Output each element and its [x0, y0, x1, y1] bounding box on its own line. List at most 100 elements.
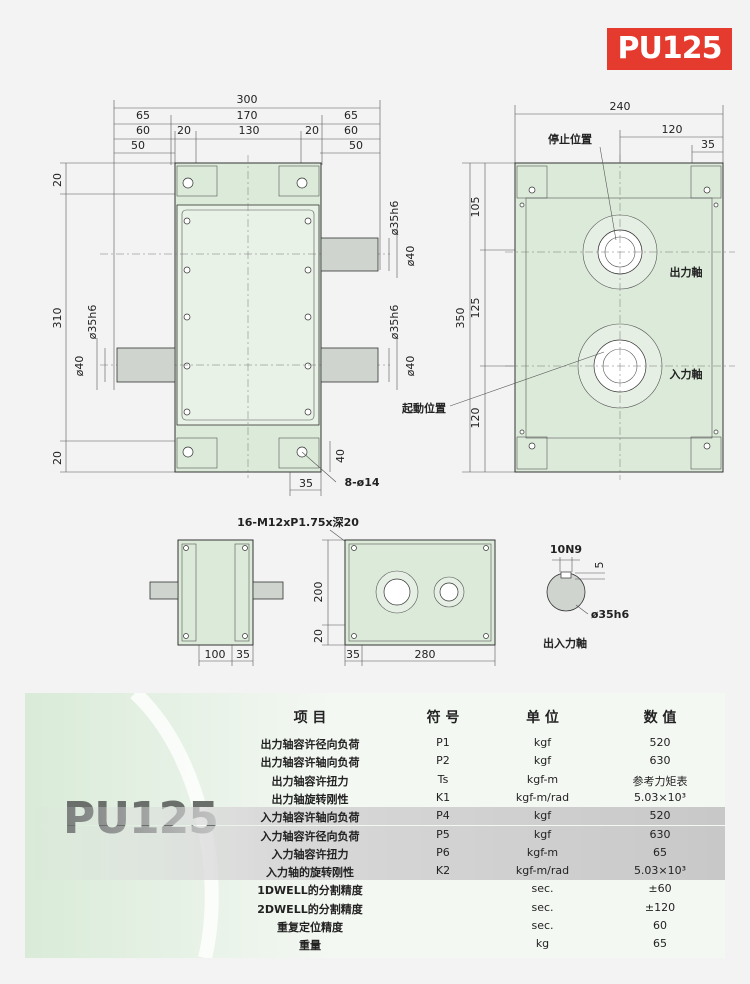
dim-shaft-dia-1: ø35h6 — [388, 201, 401, 236]
bottom-view-a — [177, 539, 254, 646]
dim-170: 170 — [237, 109, 258, 122]
row-symbol: P4 — [436, 809, 450, 823]
dim-20-bottom: 20 — [51, 451, 64, 465]
dim-350: 350 — [454, 308, 467, 329]
row-unit: sec. — [531, 882, 554, 896]
header-value: 数 值 — [643, 710, 677, 726]
row-symbol: P1 — [436, 736, 450, 749]
bottom-view-b — [344, 539, 496, 646]
dim-20-b: 20 — [312, 629, 325, 643]
row-value: 630 — [649, 827, 671, 841]
input-shaft — [116, 347, 176, 383]
model-badge: PU125 — [607, 28, 732, 70]
table-row: 入力轴容许轴向负荷 P4 kgf 520 — [25, 807, 725, 826]
dim-105: 105 — [469, 197, 482, 218]
shaft-caption: 出入力軸 — [543, 636, 587, 650]
dim-125: 125 — [469, 298, 482, 319]
row-value: 630 — [649, 754, 671, 768]
side-view: 240 120 35 350 105 125 120 停止位置 — [401, 100, 735, 480]
row-item: 重量 — [299, 939, 321, 953]
output-shaft — [320, 237, 379, 272]
row-symbol: K1 — [435, 790, 451, 804]
side-body — [514, 162, 724, 473]
dim-shaft-dia-3: ø35h6 — [388, 305, 401, 340]
row-unit: kgf-m — [526, 772, 559, 786]
row-item: 入力轴的旋转刚性 — [266, 866, 354, 880]
table-row: 入力轴的旋转刚性 K2 kgf-m/rad 5.03×10³ — [25, 862, 725, 881]
technical-drawing: 300 65 170 65 60 20 130 20 60 50 50 20 3… — [51, 93, 735, 666]
header-symbol: 符 号 — [426, 710, 460, 726]
hole-note: 8-ø14 — [344, 476, 379, 489]
table-row: 重量 kg 65 — [25, 935, 725, 953]
row-value: 520 — [649, 809, 671, 823]
shaft-diameter: ø35h6 — [591, 608, 630, 621]
dim-60-left: 60 — [136, 124, 150, 137]
row-unit: kgf — [533, 809, 552, 823]
dim-35-top: 35 — [701, 138, 715, 151]
row-item: 入力轴容许径向负荷 — [260, 829, 360, 843]
row-symbol: Ts — [437, 772, 449, 786]
row-item: 重复定位精度 — [277, 921, 343, 934]
row-item: 1DWELL的分割精度 — [257, 884, 363, 898]
header-unit: 单 位 — [526, 710, 559, 726]
dim-35-b: 35 — [346, 648, 360, 661]
row-value: 65 — [653, 937, 667, 951]
row-symbol: P5 — [436, 827, 450, 841]
dim-50-right: 50 — [349, 139, 363, 152]
row-value: 65 — [653, 845, 667, 859]
start-position-label: 起動位置 — [401, 401, 446, 415]
row-item: 入力轴容许扭力 — [271, 847, 349, 861]
dim-130: 130 — [239, 124, 260, 137]
row-value: 5.03×10³ — [633, 864, 687, 878]
row-symbol: K2 — [435, 864, 451, 878]
dim-35-a: 35 — [236, 648, 250, 661]
row-value: 520 — [649, 736, 671, 749]
row-value: ±60 — [648, 882, 672, 896]
table-row: 入力轴容许径向负荷 P5 kgf 630 — [25, 825, 725, 844]
row-unit: sec. — [531, 919, 554, 932]
dim-40-bottom: 40 — [334, 449, 347, 463]
row-symbol: P2 — [436, 754, 450, 768]
dim-50-left: 50 — [131, 139, 145, 152]
dim-60-right: 60 — [344, 124, 358, 137]
row-unit: kgf — [533, 736, 552, 749]
dim-65-left: 65 — [136, 109, 150, 122]
dim-shaft-od-3: ø40 — [404, 356, 417, 377]
dim-120-left: 120 — [469, 408, 482, 429]
stop-position-label: 停止位置 — [548, 132, 592, 146]
dim-65-right: 65 — [344, 109, 358, 122]
row-unit: kgf-m/rad — [515, 864, 570, 878]
header-item: 项 目 — [293, 710, 327, 726]
row-unit: kg — [535, 937, 550, 951]
row-item: 入力轴容许轴向负荷 — [260, 811, 360, 825]
row-unit: kgf — [533, 827, 552, 841]
dim-20-top: 20 — [51, 173, 64, 187]
table-row: 1DWELL的分割精度 sec. ±60 — [25, 880, 725, 898]
row-unit: kgf — [533, 754, 552, 768]
row-symbol: P6 — [436, 845, 450, 859]
bottom-views: 16-M12xP1.75x深20 100 35 200 20 — [149, 515, 630, 666]
row-item: 2DWELL的分割精度 — [257, 902, 363, 916]
input-shaft-label: 入力軸 — [670, 367, 703, 381]
row-unit: kgf-m/rad — [515, 790, 570, 804]
key-width: 10N9 — [550, 543, 582, 556]
row-unit: kgf-m — [526, 845, 559, 859]
row-value: ±120 — [644, 900, 676, 914]
dim-20-left: 20 — [177, 124, 191, 137]
dim-280: 280 — [415, 648, 436, 661]
dim-20-right: 20 — [305, 124, 319, 137]
dim-120-top: 120 — [662, 123, 683, 136]
dim-shaft-od-1: ø40 — [404, 246, 417, 267]
dim-shaft-dia-2: ø35h6 — [86, 305, 99, 340]
output-shaft-label: 出力軸 — [670, 265, 703, 279]
row-value: 60 — [653, 919, 667, 932]
dim-240: 240 — [610, 100, 631, 113]
dim-shaft-od-2: ø40 — [73, 356, 86, 377]
front-view: 300 65 170 65 60 20 130 20 60 50 50 20 3… — [51, 93, 417, 496]
dim-200: 200 — [312, 582, 325, 603]
spec-table: PU125 项 目 符 号 单 位 数 值 出力轴容许径向负荷P1kgf520出… — [25, 693, 725, 958]
